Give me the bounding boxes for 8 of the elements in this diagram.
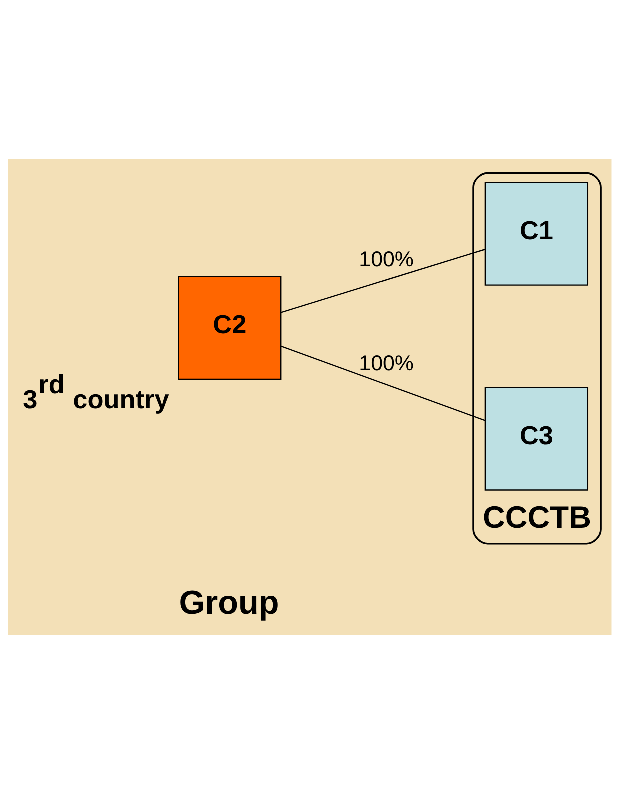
node-box: C2 <box>178 276 282 380</box>
node-box: C3 <box>484 387 588 491</box>
node-box: C1 <box>484 182 588 286</box>
edge-label: 100% <box>359 351 414 376</box>
edge-label: 100% <box>359 248 414 272</box>
label: Group <box>179 585 280 622</box>
connector <box>281 346 486 422</box>
connector <box>281 249 486 314</box>
